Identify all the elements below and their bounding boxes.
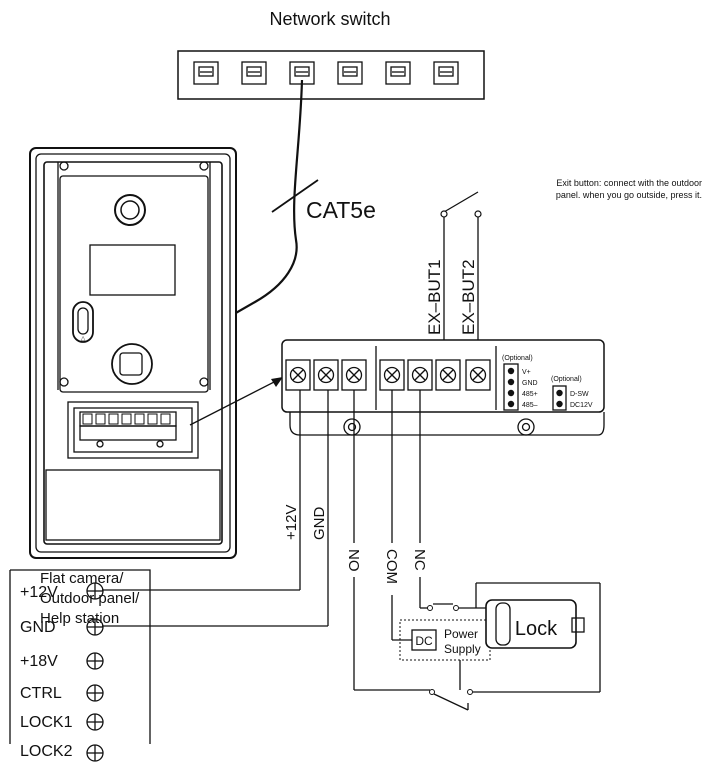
switch-port	[433, 61, 459, 85]
optional-left-pin-4: 485–	[522, 402, 538, 409]
connection-arrow	[189, 377, 283, 426]
panel-caption-line-3: Help station	[40, 610, 119, 627]
screw-terminal	[465, 359, 491, 391]
terminal-label-plus18v: +18V	[20, 653, 58, 670]
switch-port	[193, 61, 219, 85]
optional-connector-right: (Optional) D-SW DC12V	[551, 376, 593, 411]
exit-note-line-2: panel. when you go outside, press it.	[556, 190, 702, 200]
ex-but1-label: EX–BUT1	[425, 259, 444, 335]
switch-port	[385, 61, 411, 85]
screw-terminal	[285, 359, 311, 391]
lock: Lock	[475, 582, 601, 692]
dc-label: DC	[415, 634, 433, 648]
wire-label-com: COM	[383, 549, 400, 584]
terminal-label-gnd: GND	[20, 619, 56, 636]
terminal-row: +12V	[20, 582, 104, 601]
panel-caption-line-2: Outdoor panel/	[40, 590, 140, 607]
switch-port	[337, 61, 363, 85]
terminal-row: GND	[20, 618, 104, 636]
terminal-label-ctrl: CTRL	[20, 685, 62, 702]
switch-ports	[193, 61, 459, 85]
cable-label: CAT5e	[306, 197, 376, 223]
optional-right-pin-1: D-SW	[570, 391, 589, 398]
panel-caption-line-1: Flat camera/	[40, 570, 124, 587]
terminal-label-lock2: LOCK2	[20, 743, 73, 760]
optional-connector-left: (Optional) V+ GND 485+ 485–	[502, 355, 538, 411]
wire-label-nc: NC	[411, 549, 428, 571]
terminal-label-lock1: LOCK1	[20, 714, 73, 731]
power-wires: +12V GND	[102, 390, 329, 627]
optional-left-pin-1: V+	[522, 369, 531, 376]
wire-label-no: NO	[345, 549, 362, 572]
screw-terminal	[435, 359, 461, 391]
panel-terminal-strip	[79, 411, 177, 448]
terminal-row: CTRL	[20, 684, 104, 702]
optional-right-pin-2: DC12V	[570, 402, 593, 409]
screw-terminals	[285, 359, 491, 391]
optional-left-pin-2: GND	[522, 380, 538, 387]
wire-label-plus12v: +12V	[283, 505, 300, 540]
network-switch: Network switch	[177, 9, 485, 100]
screw-terminal	[379, 359, 405, 391]
terminal-label-plus12v: +12V	[20, 584, 58, 601]
outdoor-panel: △ Flat camera/ Outdoor panel/ Help stati…	[29, 147, 237, 627]
network-switch-title: Network switch	[269, 9, 390, 29]
lock-label: Lock	[515, 618, 558, 640]
cat5e-cable: CAT5e	[139, 79, 376, 369]
exit-button: Exit button: connect with the outdoor pa…	[425, 178, 702, 372]
terminal-row: LOCK2	[20, 743, 104, 762]
svg-text:△: △	[81, 336, 86, 342]
terminal-block: (Optional) V+ GND 485+ 485– (Optional) D…	[281, 339, 605, 436]
optional-left-pin-3: 485+	[522, 391, 538, 398]
power-supply: DC Power Supply	[399, 603, 600, 711]
relay-wires: NO COM NC	[345, 390, 430, 691]
power-supply-line-1: Power	[444, 627, 478, 641]
optional-left-title: (Optional)	[502, 355, 533, 362]
power-supply-line-2: Supply	[444, 642, 481, 656]
power-terminal-box: +12V GND +18V CTRL LOCK1 LOCK2	[9, 569, 151, 762]
switch-port	[241, 61, 267, 85]
terminal-row: LOCK1	[20, 713, 104, 731]
optional-right-title: (Optional)	[551, 376, 582, 383]
exit-note-line-1: Exit button: connect with the outdoor	[556, 178, 702, 188]
screw-terminal	[313, 359, 339, 391]
terminal-row: +18V	[20, 652, 104, 670]
wire-label-gnd: GND	[311, 507, 328, 541]
ex-but2-label: EX–BUT2	[459, 259, 478, 335]
